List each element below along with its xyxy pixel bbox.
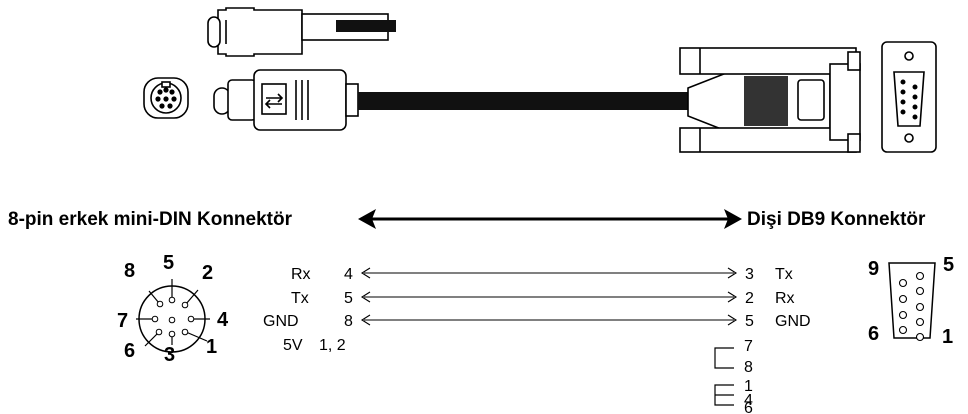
bridged-pin-number: 1 bbox=[744, 378, 753, 395]
bridge-1-4-6: 1 4 6 bbox=[714, 378, 753, 414]
db9-pin-label: 6 bbox=[868, 323, 879, 345]
cable bbox=[358, 92, 688, 110]
mini-din-pin-label: 6 bbox=[124, 340, 135, 362]
right-pin-number: 2 bbox=[745, 290, 754, 307]
right-pin-number: 5 bbox=[745, 313, 754, 330]
signal-name: GND bbox=[263, 313, 299, 330]
signal-name: Tx bbox=[291, 290, 309, 307]
right-signal-name: GND bbox=[775, 313, 811, 330]
mini-din-pin-label: 8 bbox=[124, 260, 135, 282]
mini-din-pin-label: 1 bbox=[206, 336, 217, 358]
signal-mapping: Rx 4 3 Tx Tx 5 2 Rx GND 8 5 GND 5V 1, 2 bbox=[263, 266, 811, 414]
left-connector-label: 8-pin erkek mini-DIN Konnektör bbox=[8, 209, 293, 230]
bridged-pin-number: 4 bbox=[744, 392, 753, 409]
right-signal-name: Rx bbox=[775, 290, 795, 307]
db9-pinout: 9 5 6 1 bbox=[868, 254, 954, 348]
bridged-pin-number: 8 bbox=[744, 359, 753, 376]
db9-outline bbox=[888, 262, 936, 339]
db9-pin-label: 5 bbox=[943, 254, 954, 276]
mini-din-plug-side-view bbox=[207, 7, 396, 57]
bridged-pin-number: 6 bbox=[744, 400, 753, 414]
double-arrow bbox=[358, 209, 742, 229]
db9-pin-label: 1 bbox=[942, 326, 953, 348]
mini-din-pin-label: 5 bbox=[163, 252, 174, 274]
bridged-pin-number: 7 bbox=[744, 338, 753, 355]
mini-din-face-icon bbox=[143, 77, 189, 119]
mini-din-pin-label: 7 bbox=[117, 310, 128, 332]
right-signal-name: Tx bbox=[775, 266, 793, 283]
left-pin-number: 4 bbox=[344, 266, 353, 283]
left-pin-number: 8 bbox=[344, 313, 353, 330]
left-pin-number: 1, 2 bbox=[319, 337, 346, 354]
db9-connector-body bbox=[679, 47, 861, 153]
db9-face-icon bbox=[881, 41, 937, 153]
mini-din-pin-label: 4 bbox=[217, 309, 229, 331]
bridge-7-8: 7 8 bbox=[714, 338, 753, 376]
signal-arrows bbox=[360, 267, 738, 326]
signal-name: 5V bbox=[283, 337, 303, 354]
mini-din-plug-body bbox=[213, 69, 359, 131]
mini-din-pin-label: 2 bbox=[202, 262, 213, 284]
mini-din-pin-label: 3 bbox=[164, 344, 175, 366]
cable-illustration bbox=[143, 7, 937, 153]
signal-name: Rx bbox=[291, 266, 311, 283]
left-pin-number: 5 bbox=[344, 290, 353, 307]
mini-din-pinout: 8 5 2 7 4 6 3 1 bbox=[117, 252, 229, 366]
right-connector-label: Dişi DB9 Konnektör bbox=[747, 209, 926, 230]
right-pin-number: 3 bbox=[745, 266, 754, 283]
db9-pin-label: 9 bbox=[868, 258, 879, 280]
